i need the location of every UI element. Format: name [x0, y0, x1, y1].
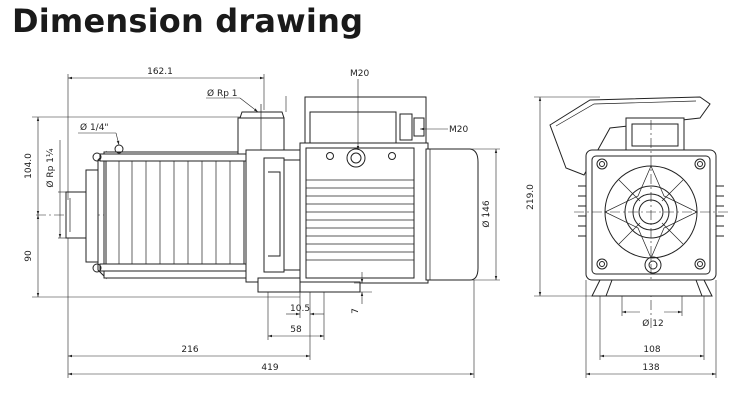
dim-90: 90	[24, 215, 300, 298]
dim-419-label: 419	[261, 363, 278, 373]
dim-219: 219.0	[526, 96, 600, 297]
dim-219-label: 219.0	[526, 184, 536, 210]
motor-bracket	[245, 149, 307, 293]
dim-138-label: 138	[642, 363, 659, 373]
pump-stages	[92, 144, 269, 279]
page-title: Dimension drawing	[12, 2, 364, 40]
dim-90-label: 90	[24, 250, 34, 262]
dim-10-5-label: 10.5	[290, 304, 310, 314]
dim-quarter: Ø 1/4"	[78, 122, 120, 146]
rp114-label: Ø Rp 1¼	[45, 148, 56, 187]
dim-104: 104.0	[24, 116, 240, 215]
dim-rp114: Ø Rp 1¼	[45, 140, 66, 239]
dim-rp1: Ø Rp 1	[206, 88, 287, 113]
dim-m20-top: M20	[350, 69, 369, 150]
dim-7: 7	[351, 272, 372, 314]
dim-138: 138	[585, 280, 717, 378]
m20-right-label: M20	[449, 125, 468, 135]
dim-162-1-label: 162.1	[147, 67, 173, 77]
dim-104-label: 104.0	[24, 153, 34, 179]
dim-m20-right: M20	[420, 125, 468, 135]
dim-146-label: Ø 146	[481, 200, 492, 227]
motor-body	[299, 142, 479, 293]
dim-7-label: 7	[351, 308, 361, 314]
dim-216-label: 216	[181, 345, 198, 355]
base-foot	[591, 279, 713, 297]
front-view: 219.0 Ø 12 108 138	[526, 96, 730, 378]
front-terminal-box	[625, 117, 685, 153]
dim-162-1: 162.1	[67, 67, 265, 200]
dim-58: 58	[267, 292, 325, 340]
side-view: 162.1 Ø Rp 1 M20 M20 Ø 1/4"	[24, 67, 500, 378]
m20-top-label: M20	[350, 69, 369, 79]
terminal-box	[304, 96, 427, 145]
dim-146: Ø 146	[470, 148, 500, 281]
dim-108-label: 108	[643, 345, 660, 355]
drain-plug	[644, 256, 662, 274]
dim-216: 216	[67, 238, 311, 378]
quarter-label: Ø 1/4"	[80, 122, 109, 133]
dim-12-label: Ø 12	[642, 318, 663, 329]
dim-58-label: 58	[290, 325, 302, 335]
dim-108: 108	[599, 296, 705, 360]
dim-12: Ø 12	[621, 296, 683, 329]
dim-10-5: 10.5	[286, 292, 324, 318]
rp1-label: Ø Rp 1	[207, 88, 238, 99]
dim-419: 419	[68, 280, 475, 378]
